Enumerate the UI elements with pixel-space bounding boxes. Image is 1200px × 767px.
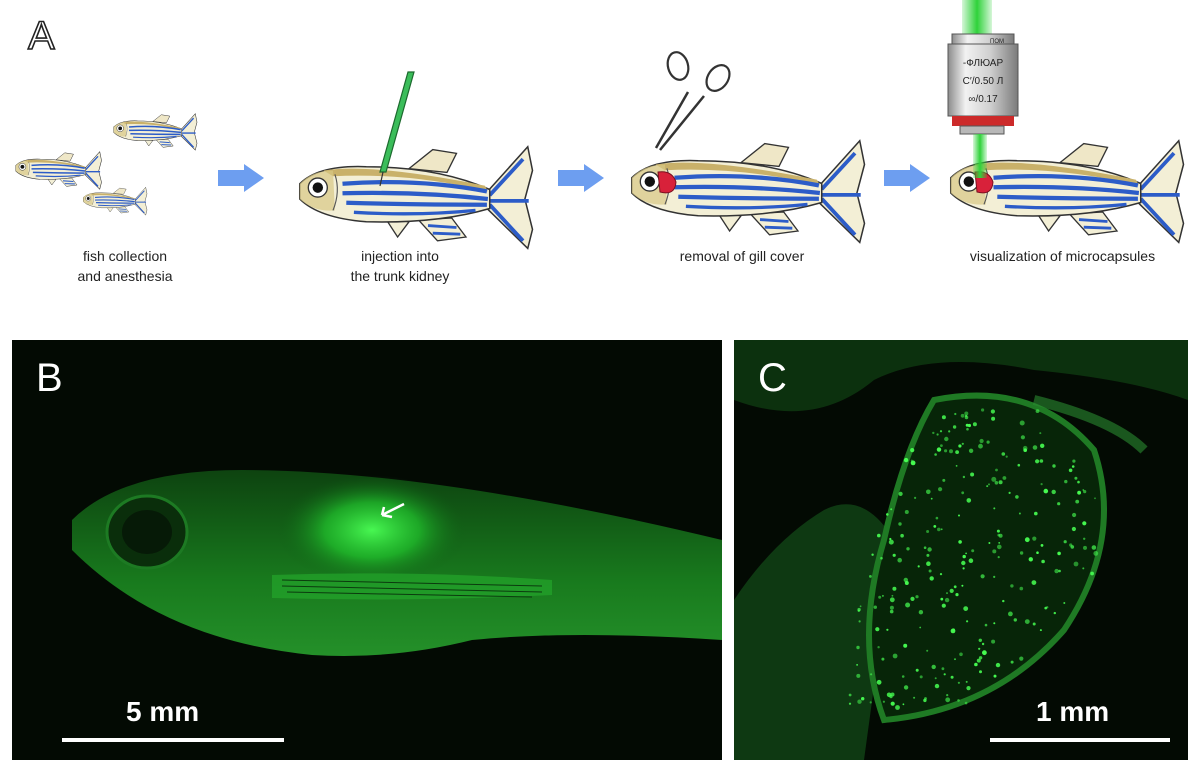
arrow-marker-icon bbox=[380, 502, 405, 519]
microcapsule-dots bbox=[848, 408, 1099, 710]
workflow-illustration: ПОМ -ФЛЮАР С′/0.50 Л ∞/0.17 bbox=[14, 0, 1200, 330]
objective-text-1: ПОМ bbox=[990, 39, 1004, 45]
fish-gill-removal bbox=[632, 141, 865, 243]
scale-bar-b bbox=[62, 738, 284, 742]
step-arrow-2 bbox=[558, 164, 604, 192]
panel-c-letter: C bbox=[758, 356, 787, 400]
objective-lens-icon: ПОМ -ФЛЮАР С′/0.50 Л ∞/0.17 bbox=[947, 33, 1019, 135]
step-caption-4: visualization of microcapsules bbox=[969, 248, 1156, 264]
scissors-icon bbox=[654, 51, 731, 151]
step-caption-1: fish collection and anesthesia bbox=[77, 248, 173, 284]
step-caption-3: removal of gill cover bbox=[679, 248, 805, 264]
panel-b-letter: B bbox=[36, 356, 63, 400]
microcapsules-image bbox=[734, 340, 1188, 760]
scale-label-b: 5 mm bbox=[126, 696, 200, 727]
scale-bar-c bbox=[990, 738, 1170, 742]
fluorescent-fish-image bbox=[72, 470, 722, 656]
objective-text-3: С′/0.50 Л bbox=[963, 76, 1004, 87]
panel-c-photo: C 1 mm bbox=[734, 340, 1188, 760]
step-arrow-1 bbox=[218, 164, 264, 192]
laser-beam-top bbox=[962, 0, 992, 34]
fish-group bbox=[14, 112, 198, 216]
objective-text-4: ∞/0.17 bbox=[968, 94, 998, 105]
panel-b-photo: B 5 mm bbox=[12, 340, 722, 760]
fish-injection bbox=[300, 71, 533, 248]
step-arrow-3 bbox=[884, 164, 930, 192]
laser-beam-bottom bbox=[973, 134, 987, 178]
scale-label-c: 1 mm bbox=[1036, 696, 1110, 727]
panel-a-letter: A bbox=[27, 13, 55, 59]
objective-text-2: -ФЛЮАР bbox=[963, 58, 1004, 69]
step-caption-2: injection into the trunk kidney bbox=[350, 248, 450, 284]
